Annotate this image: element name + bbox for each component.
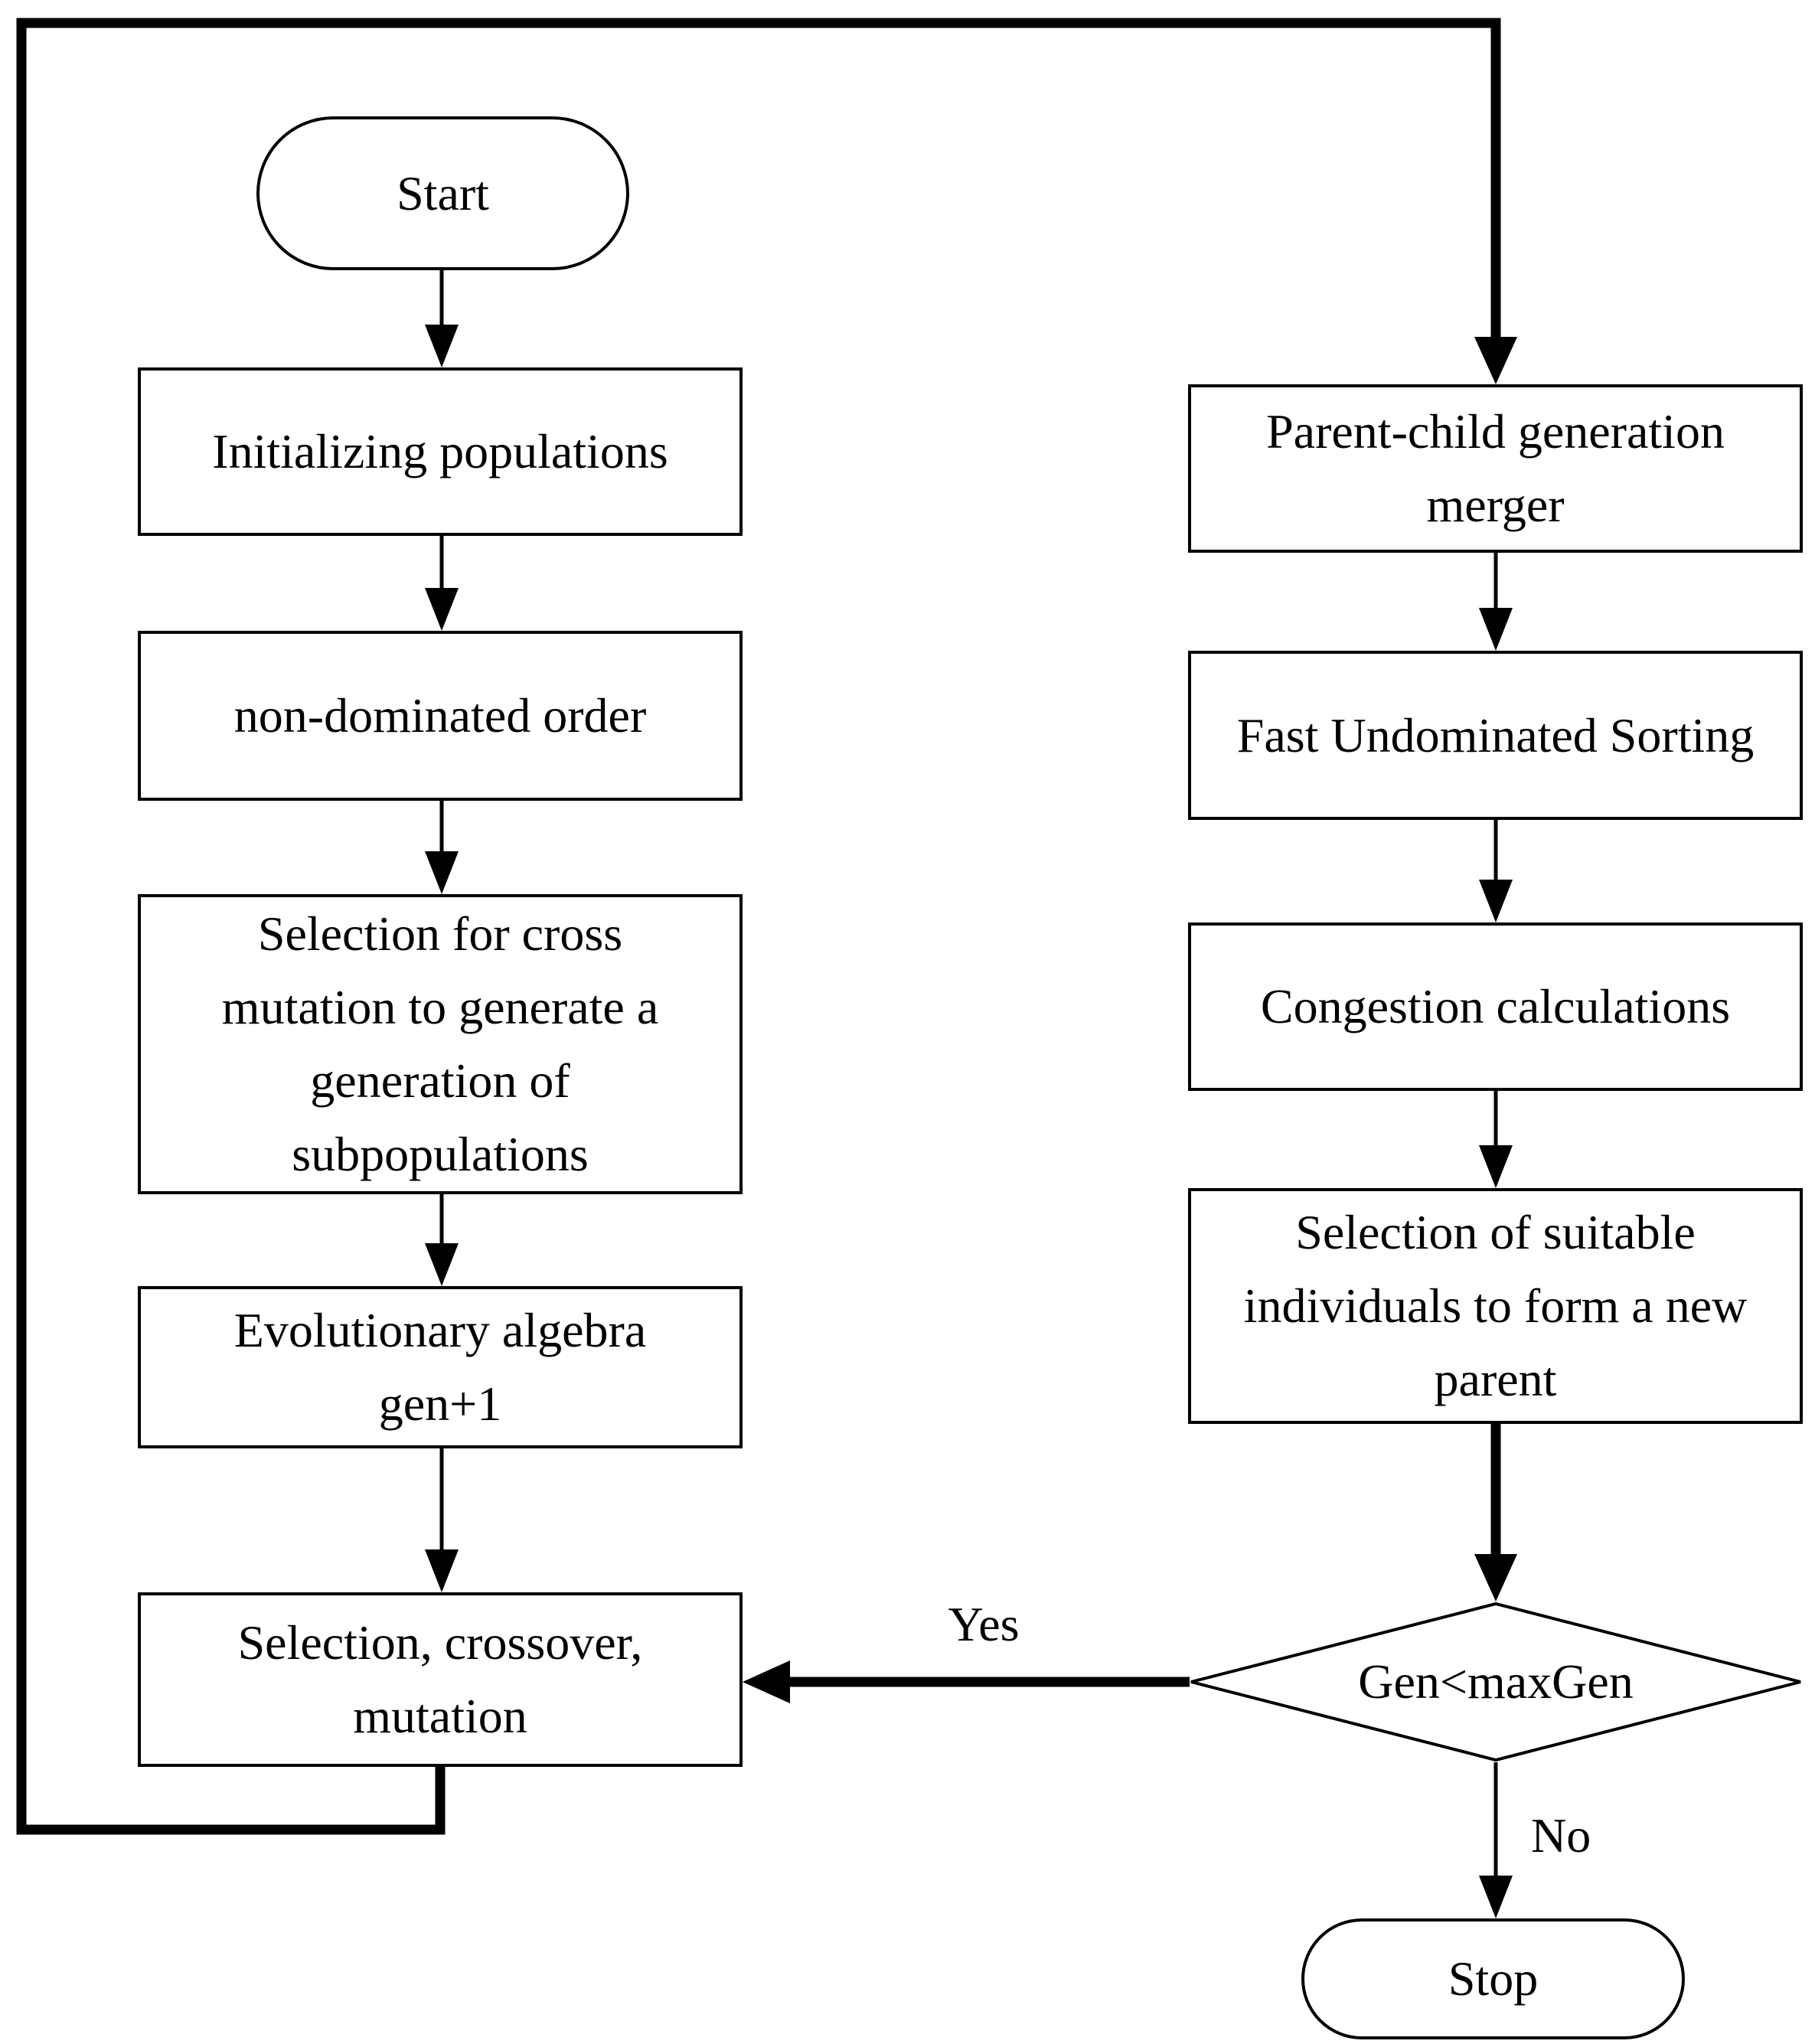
evolutionary-algebra-box: Evolutionary algebra gen+1 bbox=[138, 1286, 743, 1448]
new-parent-selection-box: Selection of suitable individuals to for… bbox=[1188, 1188, 1803, 1424]
new-parent-selection-label: Selection of suitable individuals to for… bbox=[1243, 1205, 1748, 1406]
initializing-populations-box: Initializing populations bbox=[138, 367, 743, 536]
start-terminator: Start bbox=[256, 116, 629, 270]
parent-child-merger-label: Parent-child generation merger bbox=[1266, 404, 1725, 532]
no-label: No bbox=[1531, 1808, 1591, 1863]
start-label: Start bbox=[397, 165, 489, 220]
arrowhead-decision-no-icon bbox=[1479, 1876, 1513, 1918]
non-dominated-order-label: non-dominated order bbox=[233, 688, 647, 743]
decision-diamond-shape bbox=[1190, 1602, 1801, 1762]
gen-maxgen-decision: Gen<maxGen bbox=[1190, 1602, 1802, 1762]
parent-child-merger-box: Parent-child generation merger bbox=[1188, 384, 1803, 553]
stop-terminator: Stop bbox=[1301, 1918, 1685, 2039]
arrowhead-nondominated-to-crossmutation-icon bbox=[425, 851, 459, 894]
congestion-calculations-box: Congestion calculations bbox=[1188, 922, 1803, 1091]
congestion-calculations-label: Congestion calculations bbox=[1260, 979, 1731, 1033]
initializing-populations-label: Initializing populations bbox=[212, 424, 668, 478]
arrowhead-congestion-to-newparent-icon bbox=[1479, 1145, 1513, 1188]
gen-maxgen-decision-label: Gen<maxGen bbox=[1358, 1654, 1634, 1709]
yes-label: Yes bbox=[948, 1597, 1020, 1651]
fast-undominated-sorting-label: Fast Undominated Sorting bbox=[1236, 707, 1755, 762]
arrowhead-evolution-to-selectioncrossover-icon bbox=[425, 1549, 459, 1592]
stop-label: Stop bbox=[1448, 1951, 1539, 2006]
evolutionary-algebra-label: Evolutionary algebra gen+1 bbox=[233, 1303, 647, 1431]
arrowhead-merger-to-fastsorting-icon bbox=[1479, 608, 1513, 651]
selection-crossover-mutation-label: Selection, crossover, mutation bbox=[237, 1615, 643, 1743]
arrowhead-crossmutation-to-evolution-icon bbox=[425, 1243, 459, 1286]
arrowhead-fastsorting-to-congestion-icon bbox=[1479, 880, 1513, 922]
cross-mutation-label: Selection for cross mutation to generate… bbox=[221, 906, 659, 1181]
cross-mutation-box: Selection for cross mutation to generate… bbox=[138, 894, 743, 1194]
fast-undominated-sorting-box: Fast Undominated Sorting bbox=[1188, 651, 1803, 820]
selection-crossover-mutation-box: Selection, crossover, mutation bbox=[138, 1592, 743, 1767]
arrowhead-decision-yes-icon bbox=[743, 1660, 790, 1703]
non-dominated-order-box: non-dominated order bbox=[138, 631, 743, 801]
arrowhead-init-to-nondominated-icon bbox=[425, 588, 459, 631]
arrowhead-newparent-to-decision-icon bbox=[1474, 1554, 1517, 1602]
loop-arrowhead-icon bbox=[1474, 337, 1517, 384]
loop-connector bbox=[16, 18, 1501, 1835]
arrowhead-start-to-init-icon bbox=[425, 325, 459, 367]
